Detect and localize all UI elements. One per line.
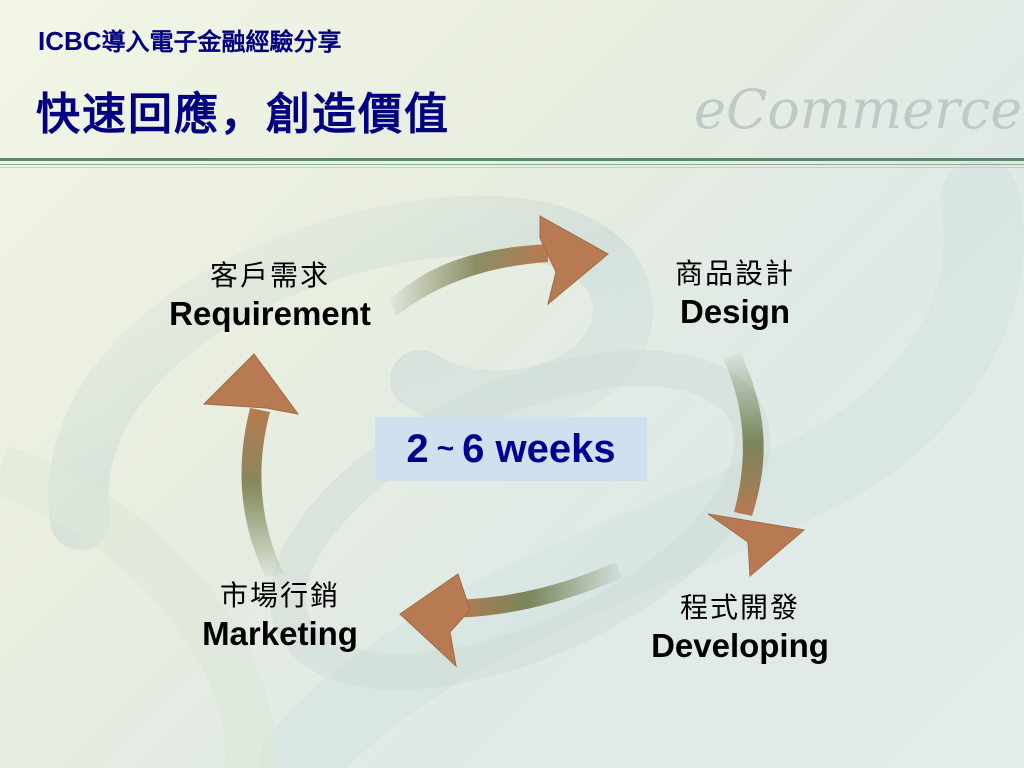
arrow-marketing-to-requirement	[202, 353, 300, 578]
header-divider	[0, 158, 1024, 161]
stage-marketing-en: Marketing	[202, 615, 358, 652]
duration-min: 2	[406, 426, 429, 471]
header-divider-faint	[0, 167, 1024, 168]
cycle-duration-box: 2~6 weeks	[375, 417, 647, 481]
stage-marketing: 市場行銷 Marketing	[170, 578, 390, 654]
ecommerce-watermark: eCommerce	[694, 78, 1023, 141]
arrow-developing-to-marketing	[399, 562, 622, 668]
duration-max: 6 weeks	[462, 426, 616, 471]
subtitle-text: 導入電子金融經驗分享	[101, 27, 342, 56]
slide-title: 快速回應，創造價值	[36, 89, 450, 140]
stage-requirement-zh: 客戶需求	[209, 259, 330, 292]
stage-design-en: Design	[679, 293, 791, 330]
stage-developing-zh: 程式開發	[679, 591, 800, 624]
stage-developing: 程式開發 Developing	[620, 590, 860, 666]
stage-design-zh: 商品設計	[674, 257, 795, 290]
stage-requirement-en: Requirement	[169, 295, 371, 332]
duration-tilde: ~	[436, 432, 455, 465]
header-divider-thin	[0, 164, 1024, 165]
slide-subtitle: ICBC導入電子金融經驗分享	[38, 22, 342, 57]
arrow-requirement-to-design	[390, 215, 609, 316]
arrow-design-to-developing	[707, 352, 806, 578]
stage-developing-en: Developing	[651, 627, 829, 664]
stage-requirement: 客戶需求 Requirement	[140, 258, 400, 334]
stage-design: 商品設計 Design	[620, 256, 850, 332]
stage-marketing-zh: 市場行銷	[219, 579, 340, 612]
subtitle-org: ICBC	[38, 26, 102, 56]
